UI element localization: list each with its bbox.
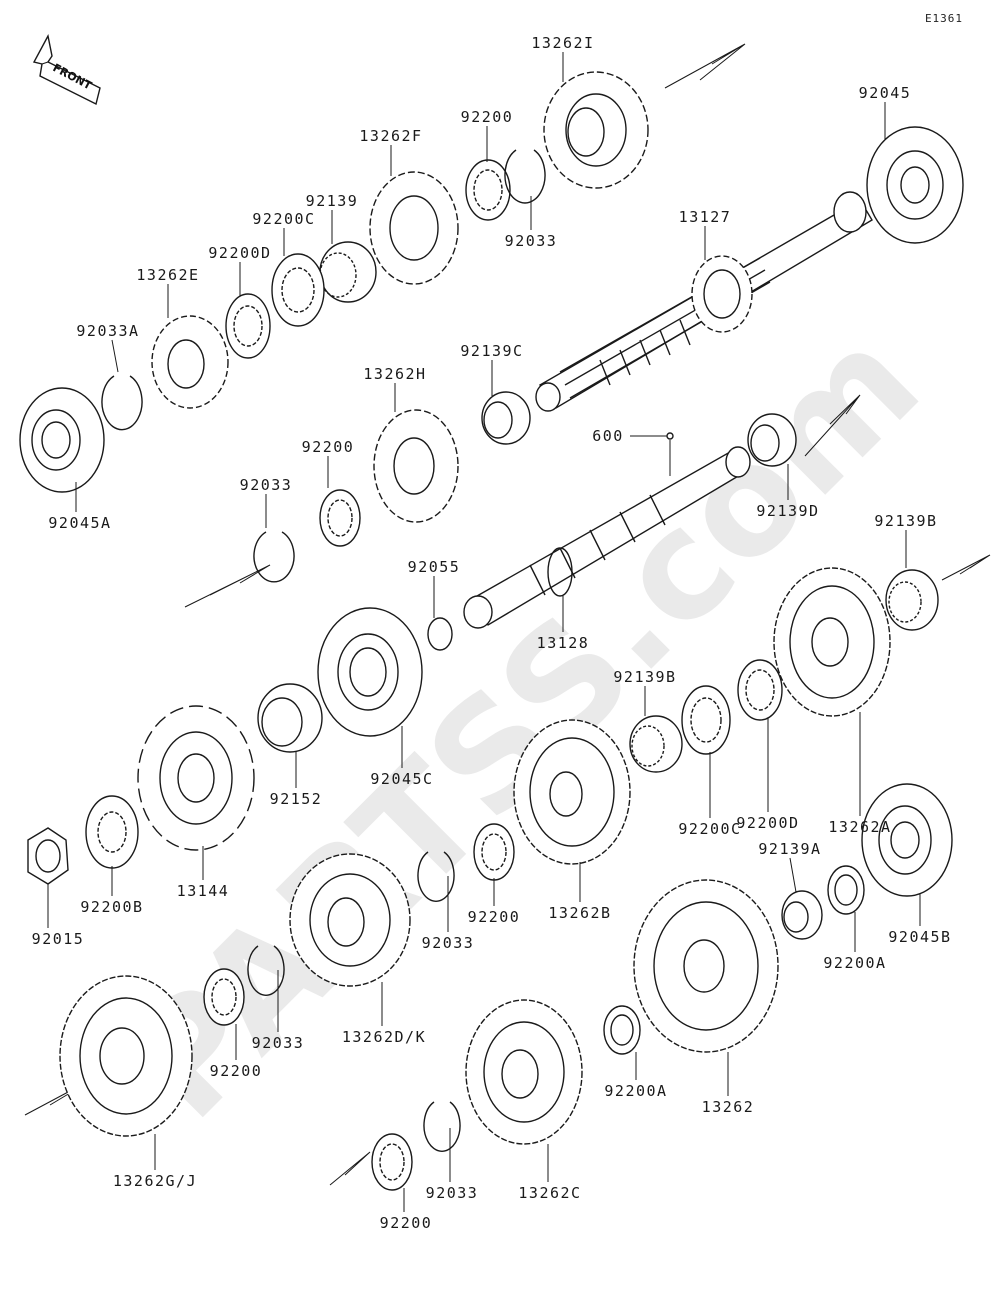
- callout-92033-low: 92033: [422, 934, 475, 952]
- washer-92200C-mid: [681, 685, 731, 755]
- gear-13262GJ: [59, 975, 193, 1137]
- callout-13262B: 13262B: [548, 904, 611, 922]
- washer-92200D-right: [737, 659, 783, 721]
- bushing-92139A: [781, 890, 823, 940]
- callout-13262F: 13262F: [359, 127, 422, 145]
- callout-92200C-mid: 92200C: [678, 820, 741, 838]
- callout-92033A: 92033A: [76, 322, 139, 340]
- washer-92200-bl: [203, 968, 245, 1026]
- callout-92045: 92045: [859, 84, 912, 102]
- callout-92200A-right: 92200A: [823, 954, 886, 972]
- callout-92200B: 92200B: [80, 898, 143, 916]
- callout-13144: 13144: [177, 882, 230, 900]
- callout-92200A-mid: 92200A: [604, 1082, 667, 1100]
- washer-92200-low: [473, 823, 515, 881]
- callout-13127: 13127: [679, 208, 732, 226]
- callout-92200-mid: 92200: [302, 438, 355, 456]
- shaft-13128: [463, 446, 751, 629]
- callout-92139: 92139: [306, 192, 359, 210]
- callout-13262A: 13262A: [828, 818, 891, 836]
- washer-92200-bot: [371, 1133, 413, 1191]
- leader-lines: [47, 52, 921, 1212]
- washer-92200D-top: [225, 293, 271, 359]
- callout-92152: 92152: [270, 790, 323, 808]
- callout-13262C: 13262C: [518, 1184, 581, 1202]
- needle-bearing-92139B-mid: [629, 715, 683, 773]
- circlip-92033-bl: [247, 945, 285, 996]
- callout-92200-top: 92200: [461, 108, 514, 126]
- callout-92045A: 92045A: [48, 514, 111, 532]
- callout-13262H: 13262H: [363, 365, 426, 383]
- washer-92200-mid: [319, 489, 361, 547]
- callout-13128: 13128: [537, 634, 590, 652]
- gear-13262A: [773, 567, 891, 717]
- washer-92200B: [85, 795, 139, 869]
- gear-13262E: [151, 315, 229, 409]
- gear-13262H: [373, 409, 459, 523]
- gear-13262DK: [289, 853, 411, 987]
- bushing-92152: [257, 683, 323, 753]
- callout-92200D-right: 92200D: [736, 814, 799, 832]
- reference-code: E1361: [925, 12, 963, 25]
- bearing-92045A: [19, 387, 105, 493]
- needle-bearing-92139B-right: [885, 569, 939, 631]
- bearing-92045C: [317, 607, 423, 737]
- callout-600: 600: [592, 427, 624, 445]
- callout-92033-bl: 92033: [252, 1034, 305, 1052]
- washer-92200A-mid: [603, 1005, 641, 1055]
- callout-92139C: 92139C: [460, 342, 523, 360]
- callout-92139D: 92139D: [756, 502, 819, 520]
- callout-92200-bl: 92200: [210, 1062, 263, 1080]
- gear-13262B: [513, 719, 631, 865]
- callout-92033-top: 92033: [505, 232, 558, 250]
- washer-92200A-right: [827, 865, 865, 915]
- circlip-92033-bot: [423, 1101, 461, 1152]
- callout-92033-mid: 92033: [240, 476, 293, 494]
- callout-13262I: 13262I: [531, 34, 594, 52]
- circlip-92033-mid: [253, 531, 295, 583]
- circlip-92055: [427, 617, 453, 651]
- washer-92200-top: [465, 159, 511, 221]
- nut-92015: [27, 827, 69, 885]
- callout-92200D-top: 92200D: [208, 244, 271, 262]
- callout-92200-bot: 92200: [380, 1214, 433, 1232]
- callout-13262E: 13262E: [136, 266, 199, 284]
- callout-13262DK: 13262D/K: [342, 1028, 426, 1046]
- callout-92139A: 92139A: [758, 840, 821, 858]
- assembly-direction-lines: [24, 43, 991, 1186]
- callout-labels: 13262I 92045 13262F 92200 92139 92200C 9…: [32, 34, 951, 1232]
- bushing-92139C: [481, 391, 531, 445]
- washer-92200C-top: [271, 253, 325, 327]
- gear-13262C: [465, 999, 583, 1145]
- callout-92033-bot: 92033: [426, 1184, 479, 1202]
- callout-92045C: 92045C: [370, 770, 433, 788]
- gear-13262: [633, 879, 779, 1053]
- circlip-92033-low: [417, 851, 455, 902]
- callout-92015: 92015: [32, 930, 85, 948]
- callout-92055: 92055: [408, 558, 461, 576]
- callout-13262: 13262: [702, 1098, 755, 1116]
- gear-13127: [691, 255, 753, 333]
- needle-bearing-92139: [319, 241, 377, 303]
- bushing-92139D: [747, 413, 797, 467]
- front-arrow-icon: FRONT: [32, 33, 101, 106]
- callout-92045B: 92045B: [888, 928, 951, 946]
- callout-13262GJ: 13262G/J: [113, 1172, 197, 1190]
- circlip-92033A: [101, 375, 143, 431]
- circlip-92033-top: [504, 149, 546, 204]
- callout-92139B-right: 92139B: [874, 512, 937, 530]
- callout-92139B-mid: 92139B: [613, 668, 676, 686]
- callout-92200C-top: 92200C: [252, 210, 315, 228]
- callout-92200-low: 92200: [468, 908, 521, 926]
- gear-13262I: [543, 71, 649, 189]
- bearing-92045B: [861, 783, 953, 897]
- gear-13262F: [369, 171, 459, 285]
- bearing-92045: [866, 126, 964, 244]
- gear-13144-sprocket: [137, 705, 255, 851]
